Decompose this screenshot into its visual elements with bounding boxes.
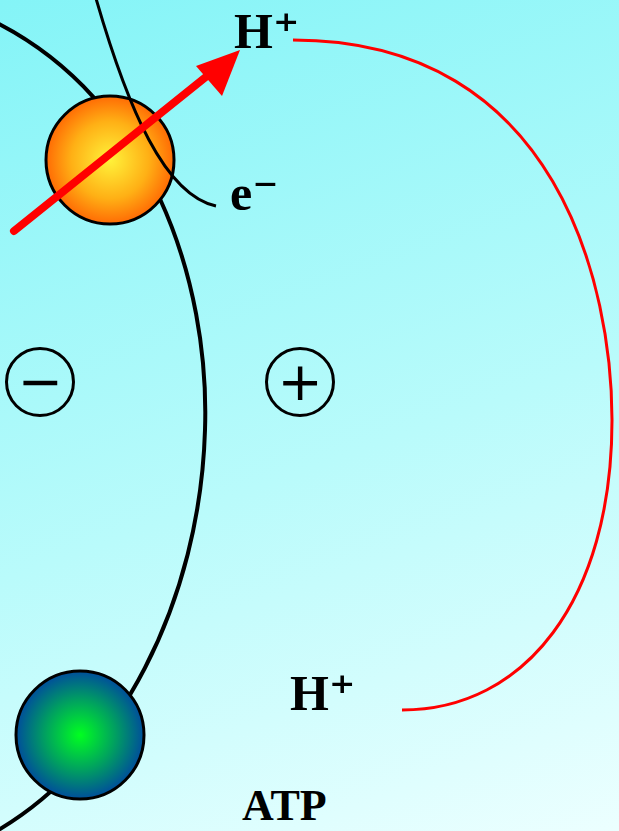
molecule-label: ATP [242, 784, 327, 828]
membrane-arc [0, 22, 205, 831]
electron-label: e⁻ [230, 168, 279, 218]
proton-label: H⁺ [290, 668, 355, 718]
electron-path [95, 0, 216, 206]
charge-sign: − [17, 355, 62, 409]
proton-return-curve [293, 40, 612, 710]
atp-synthase [16, 671, 144, 799]
charge-circle: − [5, 347, 75, 417]
proton-pump-arrow [14, 72, 212, 231]
charge-circle: + [265, 347, 335, 417]
charge-sign: + [277, 355, 322, 409]
proton-label: H⁺ [234, 6, 299, 56]
arrow-head [196, 50, 240, 96]
